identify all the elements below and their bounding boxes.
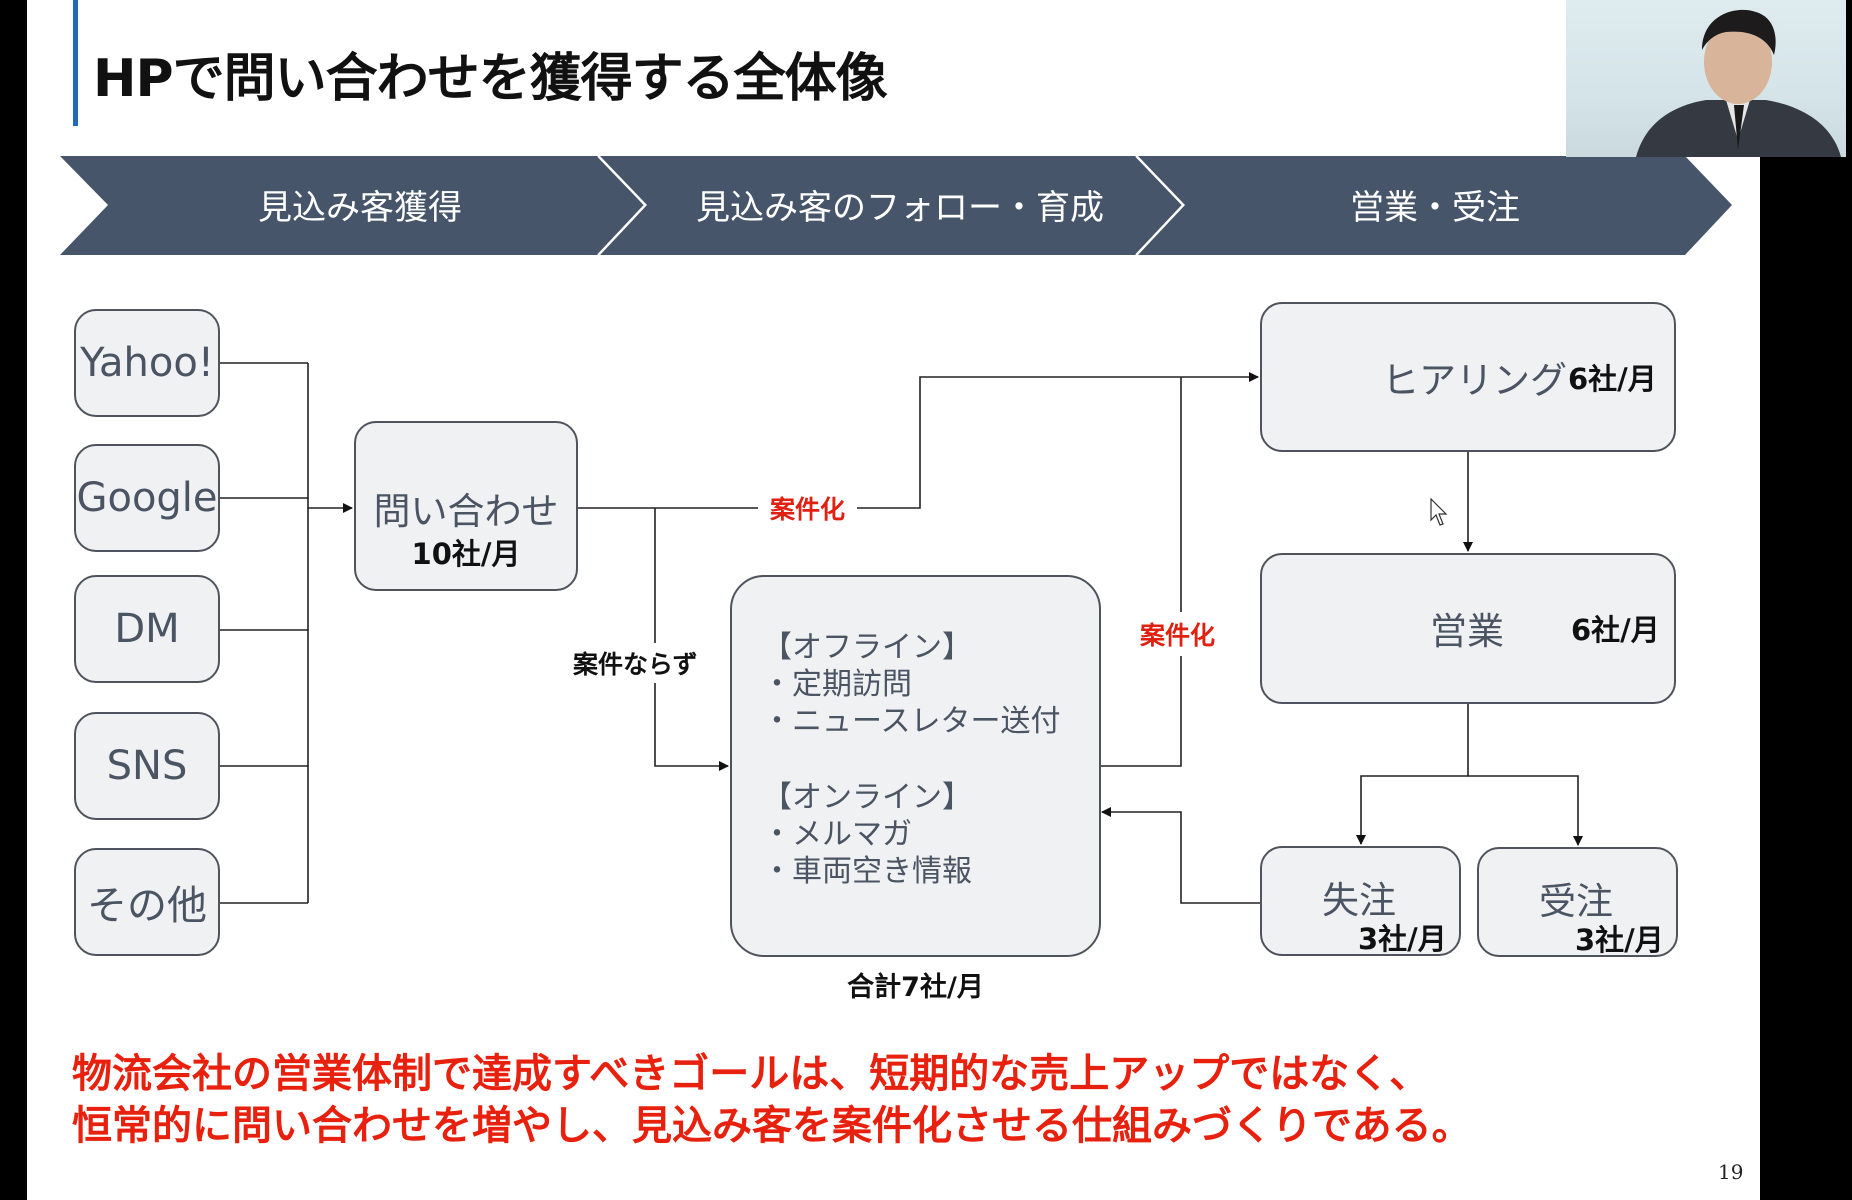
source-label: その他 — [87, 883, 207, 929]
page-number: 19 — [1718, 1160, 1744, 1184]
source-box-yahoo: Yahoo! — [74, 309, 220, 417]
edge-label-converted: 案件化 — [758, 490, 858, 526]
lost-label: 失注 — [1322, 879, 1396, 922]
stage-label-nurture: 見込み客のフォロー・育成 — [696, 188, 1104, 228]
hearing-label: ヒアリング — [1382, 359, 1567, 402]
title-accent-bar — [73, 0, 78, 126]
sales-label: 営業 — [1430, 610, 1504, 653]
offline-heading: 【オフライン】 — [762, 630, 972, 665]
inquiry-box: 問い合わせ 10社/月 — [354, 421, 578, 591]
inquiry-count: 10社/月 — [411, 537, 521, 571]
connector-sales-split — [1356, 703, 1469, 845]
edge-label-follow-converted: 案件化 — [1140, 612, 1216, 656]
follow-box: 【オフライン】 ・定期訪問 ・ニュースレター送付 【オンライン】 ・メルマガ ・… — [730, 575, 1101, 957]
online-item: ・車両空き情報 — [762, 854, 972, 889]
source-label: Yahoo! — [80, 340, 214, 386]
sales-box: 営業 6社/月 — [1260, 553, 1676, 704]
source-label: Google — [76, 475, 218, 521]
stage-label-sales: 営業・受注 — [1350, 188, 1520, 228]
chevron-divider-2 — [1135, 155, 1185, 256]
source-box-google: Google — [74, 444, 220, 552]
connector-follow-converted — [1100, 377, 1182, 767]
conclusion-line-1: 物流会社の営業体制で達成すべきゴールは、短期的な売上アップではなく、 — [72, 1051, 1430, 1097]
offline-item: ・ニュースレター送付 — [762, 704, 1061, 739]
sales-count: 6社/月 — [1571, 613, 1660, 647]
mouse-cursor-icon — [1430, 498, 1448, 526]
edge-label-not-converted: 案件ならず — [573, 643, 698, 683]
source-label: DM — [114, 606, 180, 652]
won-count: 3社/月 — [1575, 923, 1664, 957]
chevron-divider-1 — [597, 155, 647, 256]
arrow-to-won — [1468, 775, 1583, 846]
source-box-sns: SNS — [74, 712, 220, 820]
stage-chevron-1 — [60, 156, 645, 255]
stage-chevron-2 — [600, 156, 1183, 255]
follow-total: 合計7社/月 — [847, 972, 984, 1003]
stage-label-acquisition: 見込み客獲得 — [258, 188, 462, 228]
won-box: 受注 3社/月 — [1477, 847, 1678, 957]
stage-chevron-3 — [1138, 156, 1732, 255]
online-heading: 【オンライン】 — [762, 780, 972, 815]
offline-item: ・定期訪問 — [762, 667, 912, 702]
lost-box: 失注 3社/月 — [1260, 846, 1461, 956]
inquiry-label: 問い合わせ — [373, 490, 559, 533]
source-box-other: その他 — [74, 848, 220, 956]
page-title: HPで問い合わせを獲得する全体像 — [93, 49, 888, 109]
online-item: ・メルマガ — [762, 817, 912, 852]
presenter-silhouette-icon — [1636, 9, 1841, 157]
source-box-dm: DM — [74, 575, 220, 683]
hearing-box: ヒアリング 6社/月 — [1260, 302, 1676, 452]
arrow-to-follow — [654, 508, 729, 771]
lost-count: 3社/月 — [1358, 922, 1447, 956]
conclusion-line-2: 恒常的に問い合わせを増やし、見込み客を案件化させる仕組みづくりである。 — [72, 1103, 1472, 1149]
presenter-webcam — [1566, 0, 1846, 157]
connector-inquiry-out — [578, 372, 1259, 509]
won-label: 受注 — [1539, 880, 1613, 923]
source-label: SNS — [106, 743, 188, 789]
hearing-count: 6社/月 — [1568, 362, 1657, 396]
arrow-lost-to-follow — [1101, 807, 1260, 904]
